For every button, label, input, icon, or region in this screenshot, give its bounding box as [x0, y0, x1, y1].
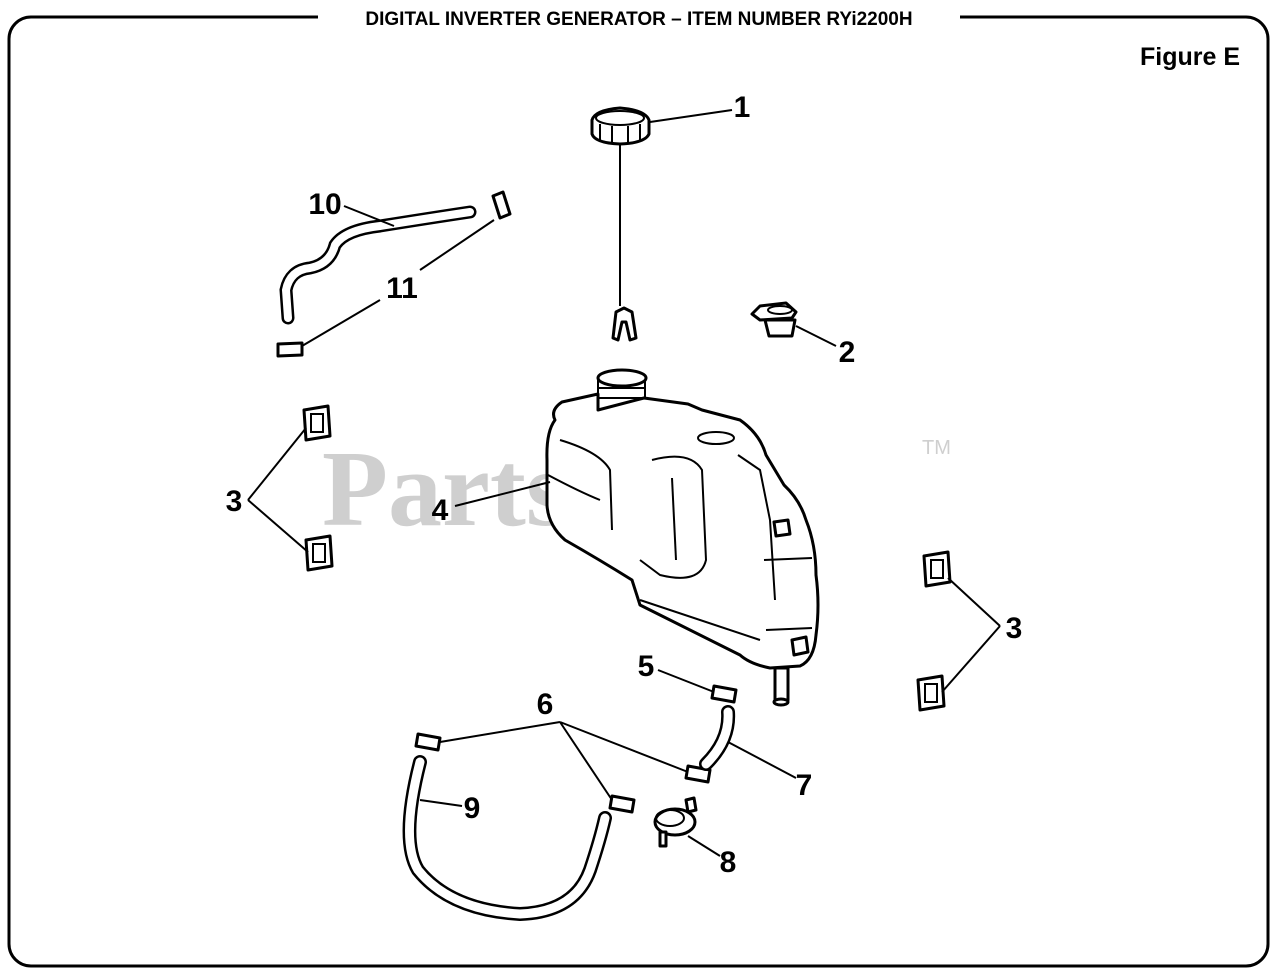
clamp-5 [710, 684, 738, 704]
long-fuel-hose [402, 755, 612, 922]
clamp-11-bottom [276, 341, 304, 358]
watermark-trademark: TM [922, 437, 951, 459]
short-hose [699, 705, 736, 771]
callout-1: 1 [734, 91, 751, 124]
vent-cap [750, 301, 798, 338]
title-background [318, 4, 960, 32]
clip-left-top [302, 404, 332, 442]
clip-right-top [922, 550, 952, 588]
clip-right-bottom [916, 674, 946, 712]
callout-7: 7 [796, 769, 813, 802]
clip-left-bottom [304, 534, 334, 572]
clamp-6-c [608, 794, 636, 814]
callout-6: 6 [537, 688, 554, 721]
callout-8: 8 [720, 846, 737, 879]
diagram-title: DIGITAL INVERTER GENERATOR – ITEM NUMBER… [365, 9, 912, 30]
fuel-cap [590, 106, 651, 342]
fuel-filter [653, 796, 698, 848]
fuel-tank [545, 368, 820, 707]
callout-labels: 1 2 3 3 4 5 6 7 8 9 10 11 [226, 91, 1023, 879]
vent-hose [279, 205, 477, 325]
callout-10: 10 [308, 188, 341, 221]
callout-5: 5 [638, 650, 655, 683]
callout-9: 9 [464, 792, 481, 825]
callout-2: 2 [839, 336, 856, 369]
callout-3-left: 3 [226, 485, 243, 518]
callout-11: 11 [386, 272, 418, 305]
callout-4: 4 [432, 494, 449, 527]
clamp-11-top [491, 190, 512, 220]
clamp-6-a [414, 732, 442, 752]
leader-lines [247, 109, 1001, 857]
callout-3-right: 3 [1006, 612, 1023, 645]
figure-label: Figure E [1140, 43, 1240, 71]
